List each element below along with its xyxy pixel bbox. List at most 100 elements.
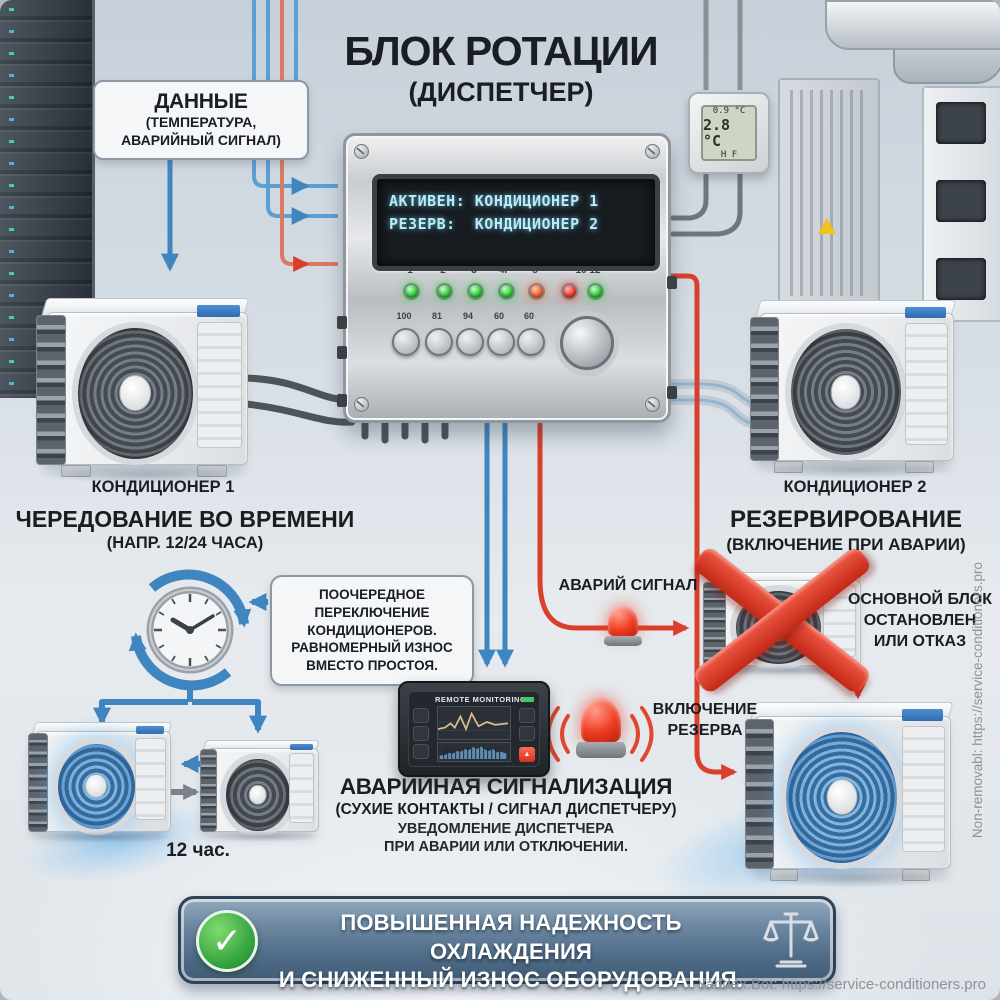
monitor-side-button: [413, 744, 429, 759]
lcd-line-reserve: РЕЗЕРВ: КОНДИЦИОНЕР 2: [389, 215, 599, 234]
sensor-reading-bottom: H F: [720, 149, 738, 160]
wire-port: [667, 386, 677, 399]
reserve-subheading: (ВКЛЮЧЕНИЕ ПРИ АВАРИИ): [726, 535, 966, 554]
data-callout-line: АВАРИЙНЫЙ СИГНАЛ): [121, 131, 281, 148]
title-sub: (ДИСПЕТЧЕР): [408, 77, 594, 107]
monitor-side-button: [519, 708, 535, 723]
monitor-side-button: [413, 726, 429, 741]
cabinet-grille: [790, 90, 868, 296]
panel-button: [487, 328, 515, 356]
rotation-subheading: (НАПР. 12/24 ЧАСА): [106, 534, 264, 552]
status-led: [498, 283, 515, 300]
brand-label: [135, 726, 165, 735]
rotation-heading: ЧЕРЕДОВАНИЕ ВО ВРЕМЕНИ: [15, 506, 355, 532]
led-label: 1: [407, 265, 413, 276]
alarm-signal-label: АВАРИЙ СИГНАЛ: [558, 577, 698, 594]
monitor-title: REMOTE MONITORING: [435, 695, 527, 704]
status-led: [528, 283, 545, 300]
alarm-subheading: (СУХИЕ КОНТАКТЫ / СИГНАЛ ДИСПЕТЧЕРУ): [335, 801, 677, 818]
ac-reserve-active: [745, 702, 958, 888]
remote-monitor-tablet: REMOTE MONITORING ▲: [398, 681, 550, 777]
rotation-callout-line: КОНДИЦИОНЕРОВ.: [307, 622, 437, 638]
brand-label: [197, 304, 240, 317]
ac-unit-1: [36, 298, 255, 484]
data-callout: ДАННЫЕ (ТЕМПЕРАТУРА, АВАРИЙНЫЙ СИГНАЛ): [93, 80, 309, 160]
bottom-watermark: Yandex.Bot: https://service-conditioners…: [696, 976, 986, 993]
monitor-bar-chart: [437, 742, 511, 762]
led-label: 10 12: [575, 265, 601, 276]
lcd-display: АКТИВЕН: КОНДИЦИОНЕР 1 РЕЗЕРВ: КОНДИЦИОН…: [372, 174, 660, 271]
status-led: [403, 283, 420, 300]
led-label: 2: [440, 265, 446, 276]
status-led: [436, 283, 453, 300]
banner-text: ПОВЫШЕННАЯ НАДЕЖНОСТЬ ОХЛАЖДЕНИЯ И СНИЖЕ…: [278, 910, 744, 993]
fan-grille: [220, 753, 296, 837]
page-title: БЛОК РОТАЦИИ (ДИСПЕТЧЕР): [320, 28, 682, 108]
monitor-alert-button: ▲: [519, 747, 535, 762]
fan-grille: [72, 322, 199, 465]
cabinet-vent: [936, 258, 986, 300]
rotation-callout-line: ВМЕСТО ПРОСТОЯ.: [306, 658, 438, 674]
panel-button: [456, 328, 484, 356]
panel-button: [392, 328, 420, 356]
rotation-controller-box: АКТИВЕН: КОНДИЦИОНЕР 1 РЕЗЕРВ: КОНДИЦИОН…: [337, 133, 677, 423]
wire-port: [337, 394, 347, 407]
rotation-callout: ПООЧЕРЕДНОЕ ПЕРЕКЛЮЧЕНИЕ КОНДИЦИОНЕРОВ. …: [270, 575, 474, 687]
benefit-banner: ✓ ПОВЫШЕННАЯ НАДЕЖНОСТЬ ОХЛАЖДЕНИЯ И СНИ…: [178, 896, 836, 992]
main-block-status: ОСНОВНОЙ БЛОК ОСТАНОВЛЕН ИЛИ ОТКАЗ: [847, 591, 993, 650]
alarm-note: ПРИ АВАРИИ ИЛИ ОТКЛЮЧЕНИИ.: [384, 839, 628, 855]
alarm-siren-icon: [576, 698, 626, 758]
ac-unit-1-label: КОНДИЦИОНЕР 1: [91, 478, 235, 496]
led-label: 3: [471, 265, 477, 276]
panel-button: [517, 328, 545, 356]
lcd-line-active: АКТИВЕН: КОНДИЦИОНЕР 1: [389, 192, 599, 210]
status-led: [561, 283, 578, 300]
screw-icon: [354, 144, 369, 159]
brand-label: [901, 708, 943, 721]
led-label: 5: [532, 265, 538, 276]
ac-failed-unit: [703, 572, 866, 676]
wall-cabinet: [922, 86, 1000, 322]
ac-unit-2: [750, 300, 961, 480]
rotation-callout-line: ПООЧЕРЕДНОЕ: [318, 587, 426, 602]
brand-label: [905, 306, 946, 319]
button-label: 60: [493, 311, 504, 321]
fan-grille: [784, 323, 907, 462]
side-watermark: Non-removabl: https://service-conditione…: [970, 561, 985, 839]
screw-icon: [645, 144, 660, 159]
ac-unit-2-label: КОНДИЦИОНЕР 2: [783, 478, 927, 496]
led-label: 4P: [498, 265, 512, 276]
ceiling-duct: [825, 0, 1000, 50]
cabinet-vent: [936, 180, 986, 222]
monitor-side-button: [413, 708, 429, 723]
rotation-clock-icon: [128, 569, 252, 691]
button-label: 60: [523, 311, 534, 321]
button-label: 100: [396, 311, 412, 321]
screw-icon: [645, 397, 660, 412]
alarm-heading: АВАРИЙНАЯ СИГНАЛИЗАЦИЯ: [339, 774, 673, 799]
data-callout-title: ДАННЫЕ: [154, 90, 248, 113]
data-callout-line: (ТЕМПЕРАТУРА,: [145, 114, 257, 130]
title-main: БЛОК РОТАЦИИ: [344, 28, 658, 74]
scales-icon: [763, 912, 819, 968]
wire-port: [337, 316, 347, 329]
alarm-section: АВАРИЙНАЯ СИГНАЛИЗАЦИЯ (СУХИЕ КОНТАКТЫ /…: [330, 774, 682, 855]
button-label: 81: [431, 311, 442, 321]
electrical-cabinet: [778, 78, 880, 308]
rotation-callout-line: ПЕРЕКЛЮЧЕНИЕ: [314, 604, 430, 620]
check-circle-icon: ✓: [196, 910, 258, 972]
cabinet-vent: [936, 102, 986, 144]
wire-port: [337, 346, 347, 359]
panel-button: [425, 328, 453, 356]
reserve-on-label: ВКЛЮЧЕНИЕ РЕЗЕРВА: [652, 701, 758, 739]
screw-icon: [354, 397, 369, 412]
brand-label: [289, 743, 314, 751]
monitor-side-button: [519, 726, 535, 741]
status-led: [587, 283, 604, 300]
sensor-reading-top: 0.9 °C: [712, 106, 746, 117]
rotation-callout-line: РАВНОМЕРНЫЙ ИЗНОС: [291, 640, 453, 656]
battery-icon: [522, 697, 534, 702]
button-label: 94: [462, 311, 473, 321]
fan-grille: [780, 726, 904, 869]
